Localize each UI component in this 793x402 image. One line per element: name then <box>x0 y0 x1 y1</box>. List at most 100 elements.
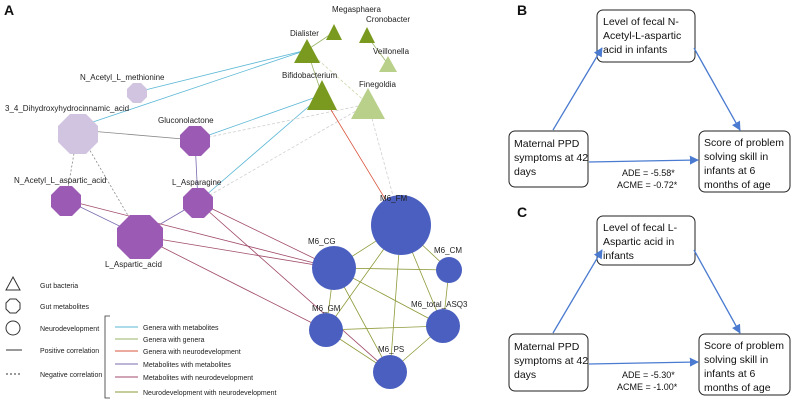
c-mediator-box <box>596 215 696 266</box>
legend-edge-types: Genera with metabolites Genera with gene… <box>104 315 277 399</box>
label-veillonella: Veillonella <box>373 47 410 56</box>
node-bifidobacterium <box>307 80 337 110</box>
panel-b-letter: B <box>517 2 527 18</box>
c-exposure-line1: Maternal PPD <box>514 341 580 353</box>
node-asparagine <box>183 188 213 218</box>
legend-positive: Positive correlation <box>40 348 99 355</box>
legend-edge-metab-neuro: Metabolites with neurodevelopment <box>143 375 253 382</box>
label-dihydroxy: 3_4_Dihydroxyhydrocinnamic_acid <box>5 104 129 113</box>
b-mediator-line1: Level of fecal N- <box>603 16 679 28</box>
c-exposure-box <box>508 333 589 392</box>
edge-asparagine-ps <box>197 201 391 373</box>
label-dialister: Dialister <box>290 29 319 38</box>
label-megasphaera: Megasphaera <box>332 5 381 14</box>
b-outcome-box <box>698 130 791 193</box>
node-n-acetyl-aspartic <box>51 186 81 216</box>
label-m6-total: M6_total_ASQ3 <box>411 300 468 309</box>
label-bifidobacterium: Bifidobacterium <box>282 71 337 80</box>
node-veillonella <box>379 56 397 72</box>
c-mediator-line1: Level of fecal L- <box>603 222 678 234</box>
node-dihydroxy <box>58 114 98 154</box>
b-acme-text: ACME = -0.72* <box>617 180 678 190</box>
edge-dialister-dihydroxy <box>77 49 308 128</box>
panel-a-letter: A <box>4 2 14 18</box>
c-acme-text: ACME = -1.00* <box>617 382 678 392</box>
edge-aspartic-gm <box>139 235 327 331</box>
legend-edge-genera-genera: Genera with genera <box>143 337 205 344</box>
edge-nacetyl-cg <box>65 199 335 269</box>
node-n-acetyl-methionine <box>127 83 147 103</box>
b-exposure-line1: Maternal PPD <box>514 138 580 150</box>
b-outcome-line4: months of age <box>704 179 771 191</box>
b-mediator-box <box>596 9 696 63</box>
c-ade-text: ADE = -5.30* <box>622 370 675 380</box>
panel-c-letter: C <box>517 204 527 220</box>
c-outcome-line4: months of age <box>704 382 771 394</box>
label-m6-gm: M6_GM <box>312 304 341 313</box>
label-m6-cm: M6_CM <box>434 246 462 255</box>
c-arrow-exposure-mediator <box>552 249 603 334</box>
network-nodes <box>51 24 462 389</box>
c-arrow-exposure-outcome <box>588 357 699 367</box>
c-exposure-line2: symptoms at 42 <box>514 355 588 367</box>
b-ade-text: ADE = -5.58* <box>622 168 675 178</box>
edge-finegoldia-fm <box>367 103 402 226</box>
label-cronobacter: Cronobacter <box>366 15 410 24</box>
c-arrow-mediator-outcome <box>693 249 741 334</box>
node-m6-total <box>426 309 460 343</box>
legend-bracket <box>104 315 110 399</box>
edge-aspartic-cg <box>139 235 335 269</box>
node-finegoldia <box>351 88 385 119</box>
legend-shape-metabolites: Gut metabolites <box>40 304 90 311</box>
legend-negative: Negative correlation <box>40 372 102 379</box>
c-outcome-line1: Score of problem <box>704 340 784 352</box>
node-aspartic <box>117 215 163 259</box>
label-finegoldia: Finegoldia <box>359 80 396 89</box>
node-m6-gm <box>309 313 343 347</box>
legend-shapes: Gut bacteria Gut metabolites Neurodevelo… <box>5 275 102 379</box>
label-asparagine: L_Asparagine <box>172 178 222 187</box>
edge-asparagine-cg <box>197 201 335 269</box>
c-mediator-line3: infants <box>603 250 634 262</box>
b-exposure-line2: symptoms at 42 <box>514 152 588 164</box>
b-mediator-line2: Acetyl-L-aspartic <box>603 30 681 42</box>
legend-octagon-icon <box>5 298 21 314</box>
label-gluconolactone: Gluconolactone <box>158 116 214 125</box>
edge-dialister-finegoldia <box>306 49 369 105</box>
edge-dialister-methionine <box>136 49 308 93</box>
legend-circle-icon <box>5 320 21 336</box>
c-mediator-line2: Aspartic acid in <box>603 236 674 248</box>
node-m6-cg <box>312 246 356 290</box>
edge-bifido-gluconolactone <box>194 94 323 141</box>
label-n-acetyl-methionine: N_Acetyl_L_methionine <box>80 73 165 82</box>
legend-shape-neuro: Neurodevelopment <box>40 326 99 333</box>
edge-gm-total <box>325 325 444 331</box>
label-m6-fm: M6_FM <box>380 194 407 203</box>
b-outcome-line1: Score of problem <box>704 137 784 149</box>
c-outcome-line2: solving skill in <box>704 354 768 366</box>
mediation-b: Level of fecal N- Acetyl-L-aspartic acid… <box>508 9 791 193</box>
mediation-c: Level of fecal L- Aspartic acid in infan… <box>508 215 791 396</box>
legend-shape-bacteria: Gut bacteria <box>40 283 78 290</box>
edge-bifido-asparagine <box>197 94 323 203</box>
edge-finegoldia-asparagine <box>197 103 369 203</box>
b-exposure-line3: days <box>514 166 536 178</box>
b-arrow-mediator-outcome <box>693 47 741 131</box>
legend-triangle-icon <box>5 275 21 291</box>
node-m6-ps <box>373 355 407 389</box>
b-arrow-exposure-outcome <box>588 155 699 165</box>
b-arrow-exposure-mediator <box>552 47 603 131</box>
legend-edge-metab-metab: Metabolites with metabolites <box>143 362 231 369</box>
node-gluconolactone <box>180 126 210 156</box>
legend-edge-genera-neuro: Genera with neurodevelopment <box>143 349 241 356</box>
label-m6-ps: M6_PS <box>378 345 404 354</box>
b-exposure-box <box>508 130 589 188</box>
c-exposure-line3: days <box>514 369 536 381</box>
label-m6-cg: M6_CG <box>308 237 336 246</box>
b-outcome-line3: infants at 6 <box>704 165 756 177</box>
b-outcome-line2: solving skill in <box>704 151 768 163</box>
node-cronobacter <box>359 27 375 43</box>
network-labels: Megasphaera Cronobacter Dialister Veillo… <box>5 5 468 354</box>
label-aspartic: L_Aspartic_acid <box>105 260 162 269</box>
